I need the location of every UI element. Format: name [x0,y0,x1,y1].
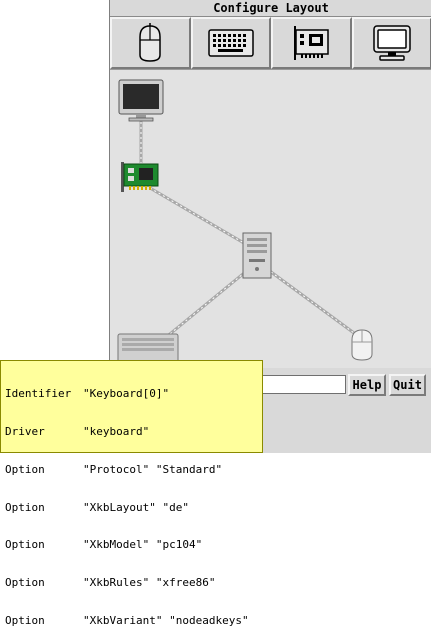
toolbar-mouse-button[interactable] [110,17,191,69]
toolbar-video-card-button[interactable] [271,17,352,69]
window-title: Configure Layout [110,0,431,17]
tooltip-value: "XkbVariant" "nodeadkeys" [83,615,249,628]
layout-canvas[interactable] [110,69,431,368]
mouse-icon [135,23,165,63]
layout-mouse-device[interactable] [352,330,372,360]
tooltip-key: Option [5,615,83,628]
tooltip-key: Option [5,577,83,590]
layout-monitor-device[interactable] [119,80,163,121]
tooltip-value: "XkbRules" "xfree86" [83,577,215,590]
tooltip-value: "Protocol" "Standard" [83,464,222,477]
video-card-icon [291,24,331,62]
help-button[interactable]: Help [348,374,386,396]
tooltip-key: Option [5,464,83,477]
tooltip-row: Option"XkbModel" "pc104" [5,539,262,552]
tooltip-key: Option [5,539,83,552]
layout-video-card-device[interactable] [121,162,158,192]
tooltip-row: Option"Protocol" "Standard" [5,464,262,477]
tooltip-value: "keyboard" [83,426,149,439]
tooltip-key: Driver [5,426,83,439]
tooltip-row: Identifier"Keyboard[0]" [5,388,262,401]
quit-button[interactable]: Quit [389,374,426,396]
layout-computer-device[interactable] [243,233,271,278]
device-info-tooltip: Identifier"Keyboard[0]" Driver"keyboard"… [0,360,263,453]
tooltip-key: Identifier [5,388,83,401]
toolbar [110,17,431,69]
tooltip-key: Option [5,502,83,515]
tooltip-value: "Keyboard[0]" [83,388,169,401]
tooltip-value: "XkbLayout" "de" [83,502,189,515]
tooltip-row: Option"XkbVariant" "nodeadkeys" [5,615,262,628]
tooltip-row: Option"XkbRules" "xfree86" [5,577,262,590]
tooltip-row: Driver"keyboard" [5,426,262,439]
monitor-icon [372,24,412,62]
toolbar-monitor-button[interactable] [352,17,431,69]
toolbar-keyboard-button[interactable] [191,17,272,69]
connection-lines [141,117,354,338]
keyboard-icon [208,28,254,58]
tooltip-row: Option"XkbLayout" "de" [5,502,262,515]
tooltip-value: "XkbModel" "pc104" [83,539,202,552]
command-entry[interactable] [260,375,346,394]
